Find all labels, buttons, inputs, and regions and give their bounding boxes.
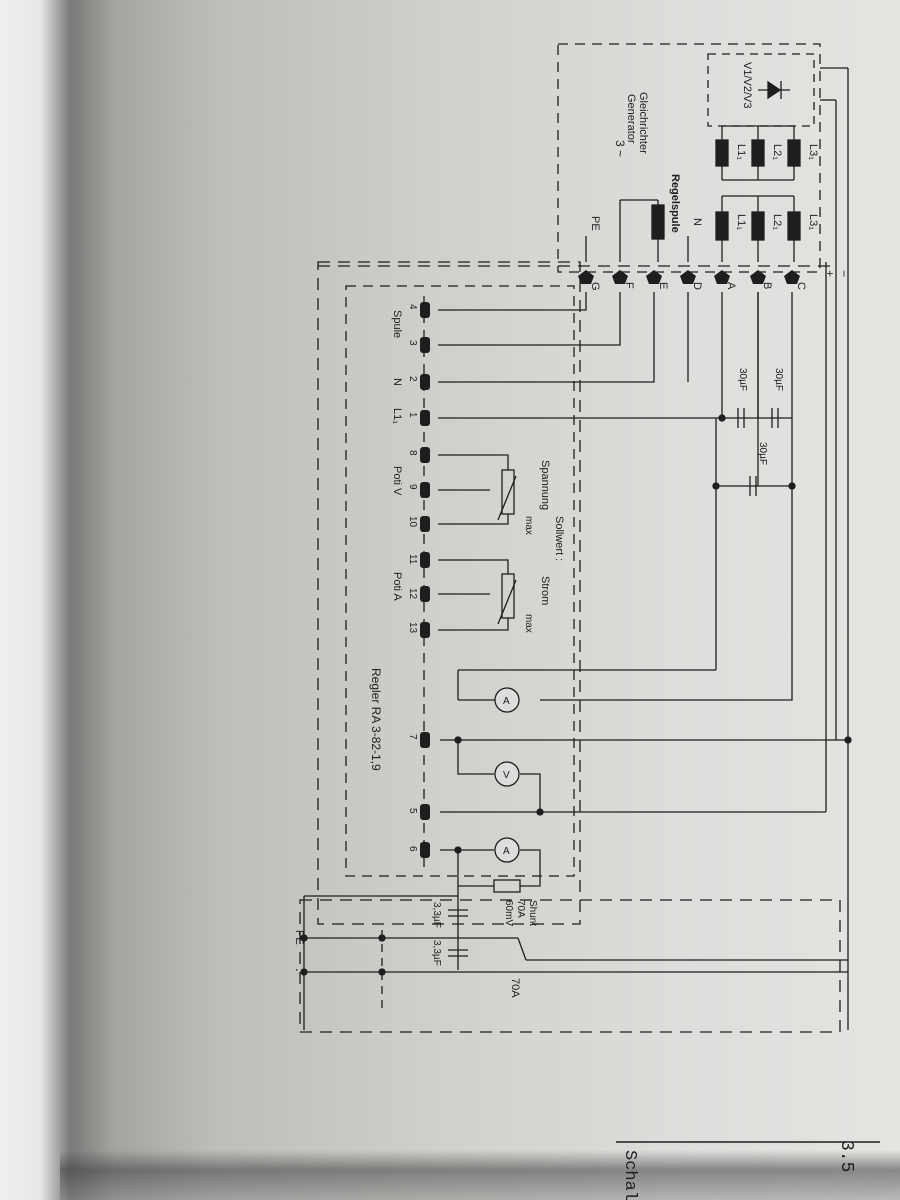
plug-E-icon — [646, 270, 662, 284]
regulator-outer-box — [317, 261, 581, 925]
plug-sockets — [578, 270, 800, 284]
plug-A-icon — [714, 270, 730, 284]
winding-lower-1: L1₁ — [735, 214, 747, 230]
label-l1: L1₁ — [391, 408, 403, 424]
voltmeter-icon — [494, 761, 520, 787]
plug-D-icon — [680, 270, 696, 284]
terminal-6: 6 — [407, 846, 418, 852]
plug-C-icon — [784, 270, 800, 284]
shunt-rating-1: 70A — [515, 900, 526, 918]
shunt-rating-2: 60mV — [503, 900, 514, 926]
current-max: max — [523, 614, 534, 633]
terminal-1: 1 — [407, 412, 418, 418]
winding-upper-1: L1₁ — [735, 144, 747, 160]
shunt-label: Shunt — [527, 900, 538, 926]
control-coil-label: Regelspule — [669, 174, 681, 233]
capacitor-c2 — [758, 408, 792, 428]
cap-c3-label: 30µF — [757, 442, 768, 465]
plug-G: G — [589, 282, 601, 291]
ammeter-1-icon — [494, 687, 520, 713]
generator-n: N — [691, 218, 703, 226]
ammeter-2-icon — [494, 837, 520, 863]
current-label: Strom — [539, 576, 551, 605]
plug-A: A — [725, 282, 737, 290]
setpoint-label: Sollwert : — [553, 516, 565, 561]
terminal-8: 8 — [407, 450, 418, 456]
plug-E: E — [657, 282, 669, 289]
terminal-5: 5 — [407, 808, 418, 814]
voltage-label: Spannung — [539, 460, 551, 510]
terminal-13: 13 — [407, 622, 418, 634]
terminal-9: 9 — [407, 484, 418, 490]
plug-C: C — [795, 282, 807, 290]
page-title: Schaltplan — [620, 1150, 639, 1200]
generator-phase: 3 ~ — [613, 140, 627, 157]
terminal-12: 12 — [407, 588, 418, 600]
plug-D: D — [691, 282, 703, 290]
output-pe: PE — [293, 930, 305, 945]
rectifier-label: V1/V2/V3 — [741, 62, 753, 108]
document-page — [74, 0, 900, 1200]
capacitor-c1 — [722, 408, 758, 428]
plug-G-icon — [578, 270, 594, 284]
sign-minus: − — [837, 270, 851, 277]
upper-windings — [715, 125, 801, 181]
label-poti-a: Poti A — [391, 572, 403, 601]
control-coil — [585, 199, 689, 262]
regulator-title: Regler RA 3-82-1,9 — [369, 668, 383, 771]
winding-upper-3: L3₁ — [807, 144, 819, 160]
generator-title-2: Generator — [625, 94, 637, 144]
section-number: 3.5 — [836, 1140, 856, 1172]
page-edge-shadow — [60, 1150, 900, 1200]
capacitor-c3 — [716, 476, 792, 496]
voltage-max: max — [523, 516, 534, 535]
current-potentiometer — [438, 559, 517, 631]
terminal-11: 11 — [407, 554, 418, 565]
terminal-4: 4 — [407, 304, 418, 310]
cap-c4-label: 3,3µF — [431, 902, 442, 928]
generator-pe: PE — [589, 216, 601, 231]
lower-windings — [715, 195, 801, 262]
terminal-3: 3 — [407, 340, 418, 346]
plug-B-icon — [750, 270, 766, 284]
terminal-10: 10 — [407, 516, 418, 528]
terminal-7: 7 — [407, 734, 418, 740]
label-spule: Spule — [391, 310, 403, 338]
output-dot: . — [293, 968, 309, 972]
winding-upper-2: L2₁ — [771, 144, 783, 160]
terminal-2: 2 — [407, 376, 418, 382]
meter-1-label: A — [503, 696, 510, 707]
cap-c5-label: 3,3µF — [431, 940, 442, 966]
plug-F-icon — [612, 270, 628, 284]
cap-c1-label: 30µF — [737, 368, 748, 391]
terminal-sockets — [420, 302, 430, 858]
fuse-label: 70A — [509, 978, 521, 998]
generator-title-1: Gleichrichter — [637, 92, 649, 154]
voltage-potentiometer — [438, 454, 517, 525]
cap-c2-label: 30µF — [773, 368, 784, 391]
sign-plus: + — [823, 270, 837, 277]
output-box — [299, 899, 841, 1033]
winding-lower-2: L2₁ — [771, 214, 783, 230]
label-poti-v: Poti V — [391, 466, 403, 496]
label-n: N — [391, 378, 403, 386]
meter-3-label: A — [503, 846, 510, 857]
plug-B: B — [761, 282, 773, 289]
rectifier-diode-icon — [758, 80, 790, 100]
plug-F: F — [623, 282, 635, 289]
meter-2-label: V — [503, 770, 510, 781]
winding-lower-3: L3₁ — [807, 214, 819, 230]
